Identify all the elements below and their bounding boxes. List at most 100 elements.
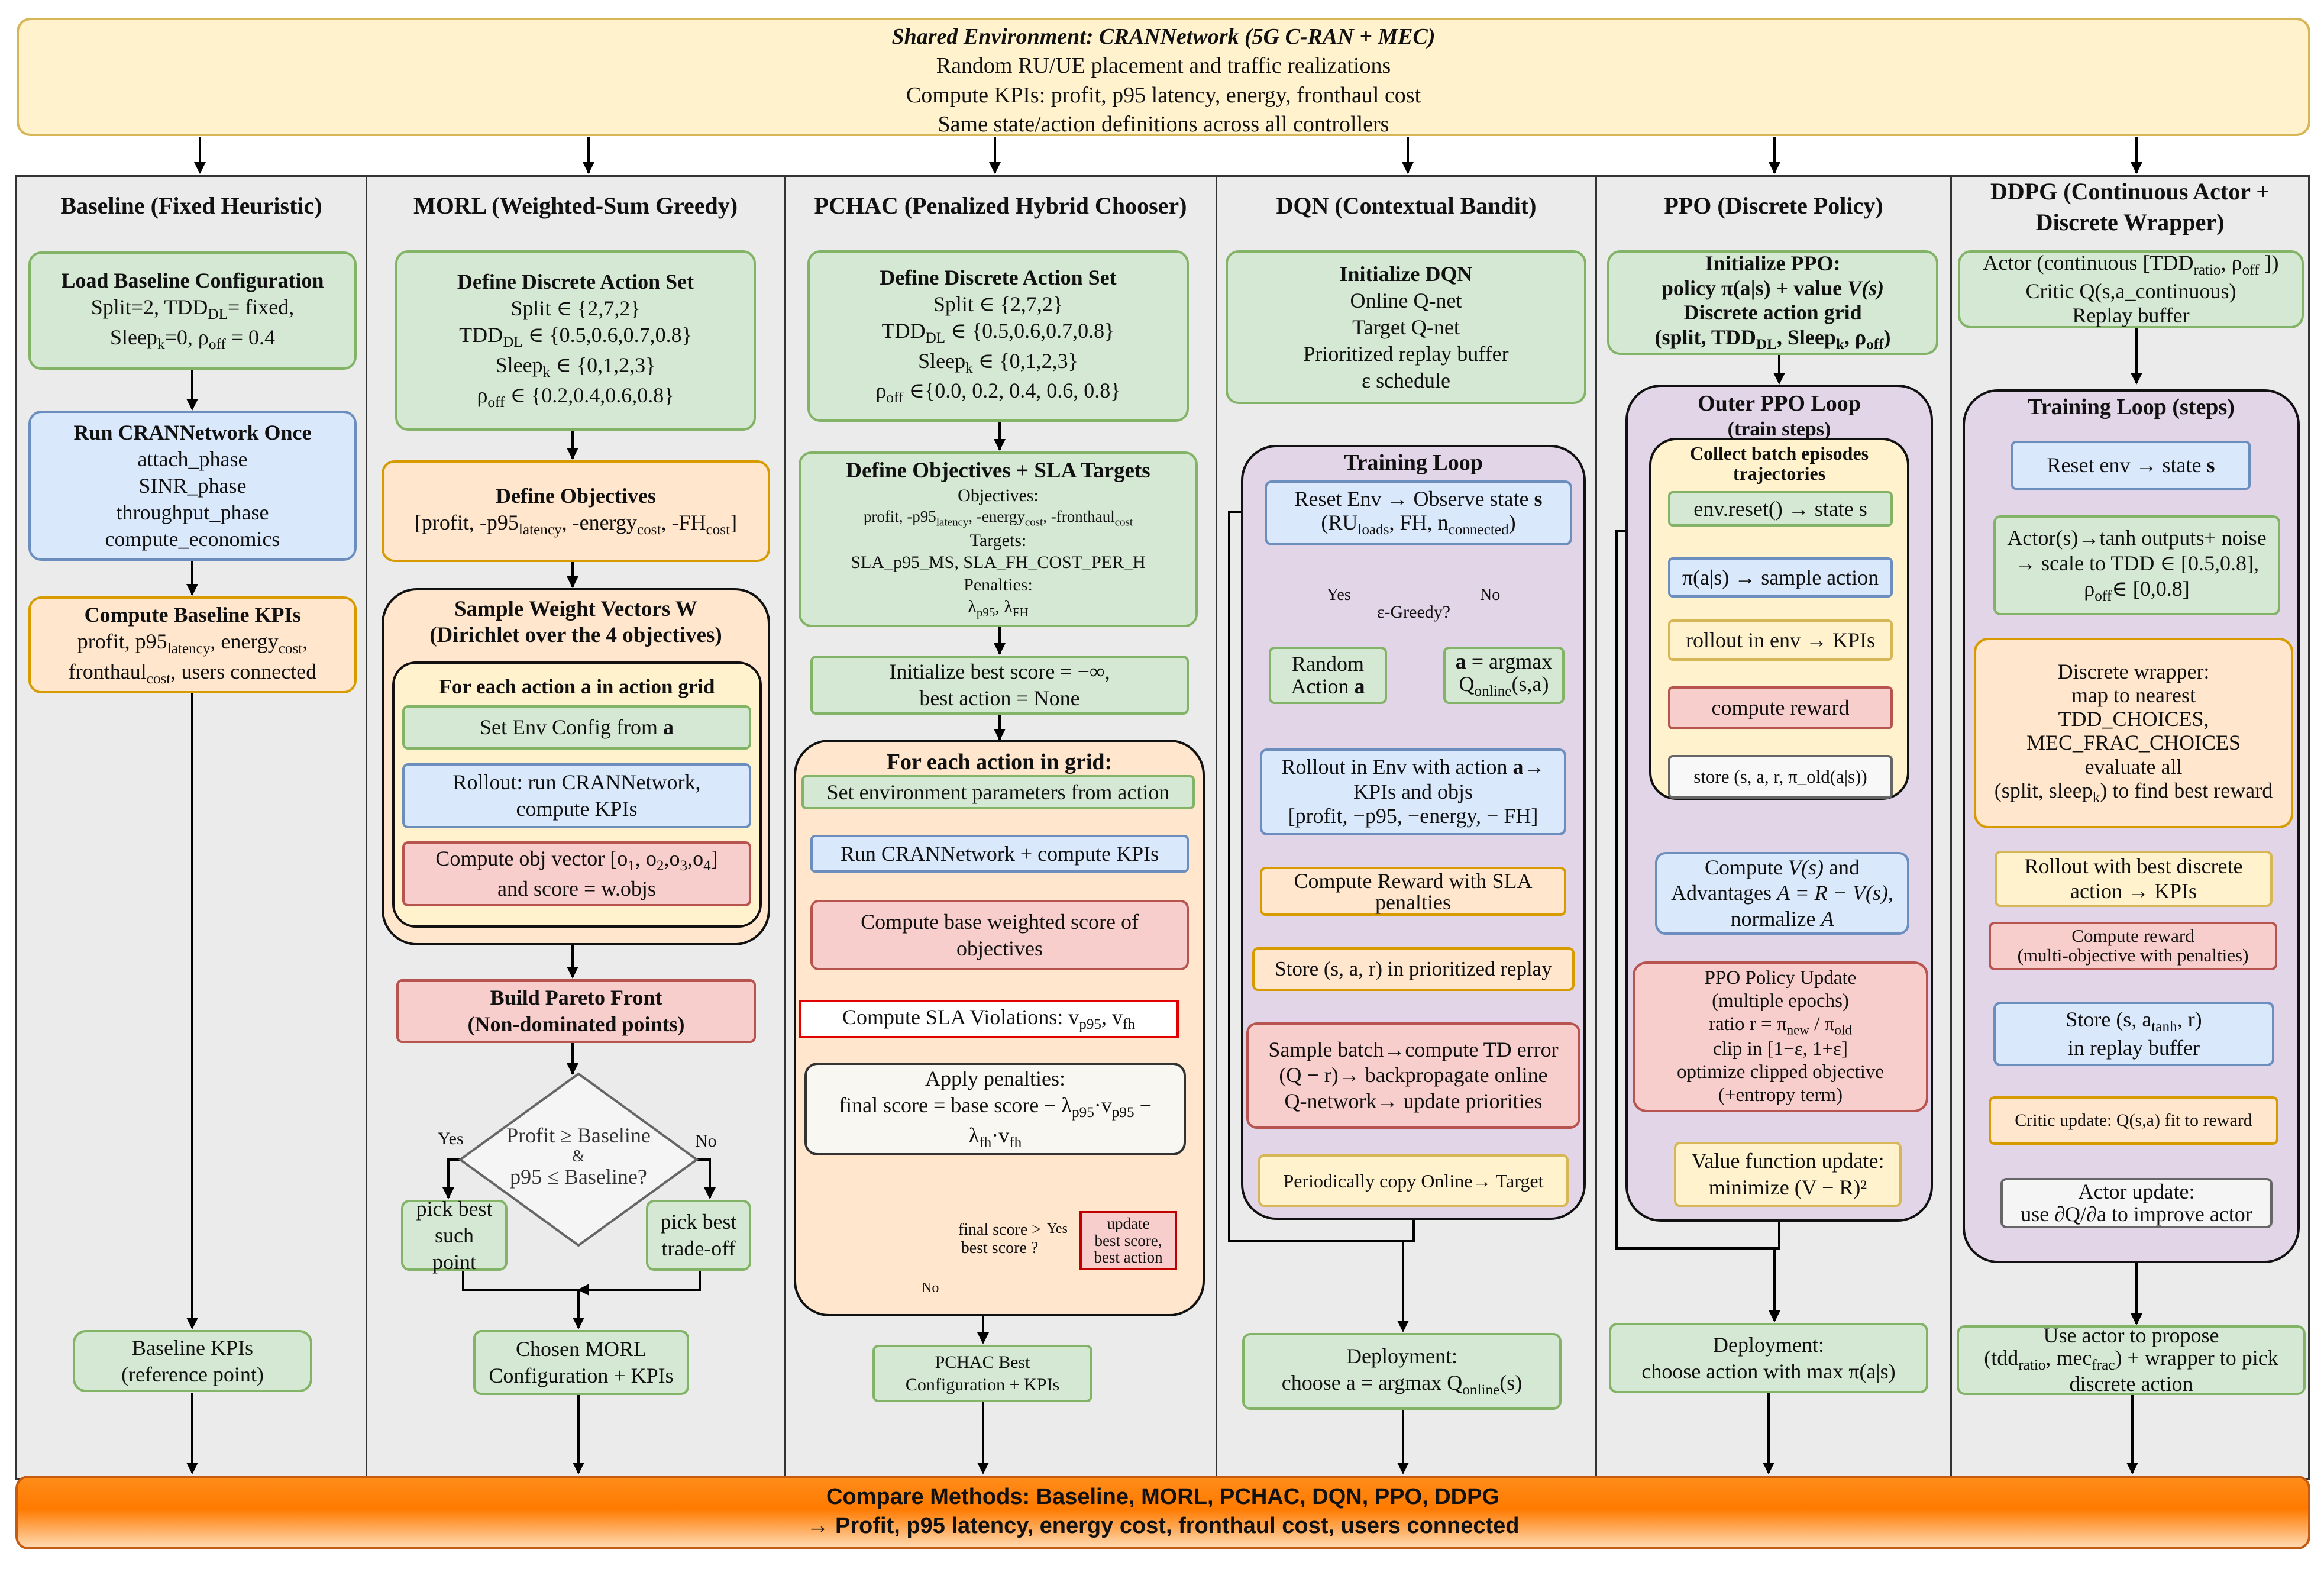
ddpg-rollout-line-2: action → KPIs (2070, 879, 2197, 903)
baseline-run-line-4: compute_economics (105, 527, 280, 551)
pchac-sla-line-5: Penalties: (964, 574, 1033, 595)
ppo-rollout-text: rollout in env → KPIs (1686, 628, 1875, 652)
morl-sample-title: Sample Weight Vectors W (Dirichlet over … (429, 597, 722, 648)
ddpg-rollout-line-1: Rollout with best discrete (2024, 854, 2243, 879)
ppo-compute-reward: compute reward (1668, 686, 1893, 729)
morl-rollout: Rollout: run CRANNetwork, compute KPIs (402, 763, 751, 828)
baseline-out-line-2: (reference point) (121, 1362, 264, 1386)
ppo-init-line-3: Discrete action grid (1683, 301, 1862, 325)
ppo-adv-line-1: Compute V(s) and (1705, 855, 1860, 880)
ddpg-critic-text: Critic update: Q(s,a) fit to reward (2015, 1110, 2252, 1131)
pchac-sla-line-6: λp95, λFH (968, 597, 1029, 620)
pchac-apply-penalties: Apply penalties: final score = base scor… (804, 1063, 1186, 1155)
ddpg-init-line-3: Replay buffer (2072, 304, 2190, 328)
pchac-run-cran: Run CRANNetwork + compute KPIs (810, 835, 1189, 873)
ddpg-init-line-1: Actor (continuous [TDDratio, ρoff ]) (1983, 250, 2279, 278)
ddpg-title-line-1: DDPG (Continuous Actor + (1990, 178, 2270, 205)
baseline-kpi-title: Compute Baseline KPIs (84, 602, 301, 627)
ppo-title: PPO (Discrete Policy) (1664, 192, 1883, 219)
ddpg-initialize: Actor (continuous [TDDratio, ρoff ]) Cri… (1958, 250, 2304, 328)
pchac-init-best: Initialize best score = −∞, best action … (810, 656, 1189, 715)
ddpg-wrapper-line-5: evaluate all (2084, 754, 2183, 779)
pchac-base-line-1: Compute base weighted score of (861, 909, 1139, 934)
morl-pareto-line-2: (Non-dominated points) (467, 1012, 685, 1036)
morl-action-line-2: TDDDL ∈ {0.5,0.6,0.7,0.8} (459, 323, 692, 351)
ppo-update-line-1: PPO Policy Update (1704, 967, 1857, 989)
ddpg-wrapper-line-3: TDD_CHOICES, (2058, 707, 2209, 731)
morl-pareto-front: Build Pareto Front (Non-dominated points… (396, 979, 756, 1043)
ddpg-actor-outputs: Actor(s)→tanh outputs+ noise → scale to … (1993, 515, 2280, 615)
dqn-loop-title: Training Loop (1344, 450, 1483, 475)
dqn-random-line-1: Random (1292, 651, 1364, 676)
pchac-update-line-1: update (1107, 1215, 1150, 1233)
baseline-kpi-line-1: profit, p95latency, energycost, (77, 629, 308, 657)
morl-action-line-3: Sleepk ∈ {0,1,2,3} (495, 353, 656, 381)
ppo-deployment: Deployment: choose action with max π(a|s… (1609, 1323, 1928, 1393)
ppo-update-line-4: clip in [1−ε, 1+ε] (1712, 1038, 1848, 1060)
morl-decision-line-2: & (572, 1147, 585, 1166)
pchac-init-line-1: Initialize best score = −∞, (889, 660, 1110, 683)
pchac-action-title: Define Discrete Action Set (880, 265, 1117, 289)
morl-objectives-line: [profit, -p95latency, -energycost, -FHco… (414, 511, 738, 538)
dqn-argmax-line-2: Qonline(s,a) (1459, 672, 1549, 700)
dqn-init-title: Initialize DQN (1339, 262, 1473, 286)
pchac-base-line-2: objectives (956, 936, 1043, 960)
baseline-out-line-1: Baseline KPIs (132, 1335, 253, 1360)
pchac-yes-label: Yes (1047, 1221, 1068, 1237)
ppo-update-line-3: ratio r = πnew / πold (1709, 1013, 1852, 1038)
dqn-random-line-2: Action a (1291, 674, 1365, 698)
morl-no-label: No (695, 1131, 717, 1151)
morl-decision-line-3: p95 ≤ Baseline? (510, 1165, 647, 1189)
morl-objectives-title: Define Objectives (496, 484, 656, 508)
pchac-action-line-1: Split ∈ {2,7,2} (933, 292, 1064, 316)
ppo-value-line-2: minimize (V − R)² (1708, 1176, 1867, 1199)
dqn-store-text: Store (s, a, r) in prioritized replay (1275, 957, 1552, 981)
ddpg-critic-update: Critic update: Q(s,a) fit to reward (1989, 1096, 2278, 1145)
pchac-out-line-1: PCHAC Best (935, 1352, 1030, 1372)
pchac-update-line-3: best action (1094, 1248, 1163, 1267)
dqn-decision-text: ε-Greedy? (1376, 602, 1451, 622)
morl-decision-text: Profit ≥ Baseline & p95 ≤ Baseline? (472, 1124, 685, 1189)
morl-set-env: Set Env Config from a (402, 705, 751, 750)
pchac-update-best: update best score, best action (1079, 1211, 1177, 1270)
dqn-sample-batch: Sample batch→compute TD error (Q − r)→ b… (1246, 1022, 1580, 1129)
compare-line-2: → Profit, p95 latency, energy cost, fron… (806, 1513, 1520, 1539)
morl-rollout-line-2: compute KPIs (516, 797, 638, 821)
morl-out-line-2: Configuration + KPIs (489, 1364, 674, 1387)
pchac-sla-line-3: Targets: (969, 530, 1027, 550)
baseline-load-line-2: Sleepk=0, ρoff = 0.4 (109, 325, 276, 353)
ddpg-init-line-2: Critic Q(s,a_continuous) (2025, 279, 2236, 303)
ddpg-actor-line-2: → scale to TDD ∈ [0.5,0.8], (2015, 551, 2259, 575)
environment-title: Shared Environment: CRANNetwork (5G C-RA… (891, 24, 1436, 49)
morl-action-set: Define Discrete Action Set Split ∈ {2,7,… (395, 250, 756, 431)
baseline-run-title: Run CRANNetwork Once (73, 420, 312, 444)
ppo-init-line-2: policy π(a|s) + value V(s) (1661, 276, 1885, 300)
pchac-action-line-3: Sleepk ∈ {0,1,2,3} (918, 348, 1078, 376)
pchac-base-score: Compute base weighted score of objective… (810, 900, 1189, 970)
dqn-sample-line-3: Q-network→ update priorities (1284, 1089, 1543, 1113)
dqn-rollout-line-1: Rollout in Env with action a→ (1281, 755, 1545, 779)
ddpg-wrapper-line-6: (split, sleepk) to find best reward (1994, 779, 2273, 806)
ddpg-wrapper-line-1: Discrete wrapper: (2057, 659, 2210, 683)
compare-line-1: Compare Methods: Baseline, MORL, PCHAC, … (826, 1484, 1500, 1509)
baseline-load-config: Load Baseline Configuration Split=2, TDD… (28, 251, 357, 370)
ppo-init-line-4: (split, TDDDL, Sleepk, ρoff) (1654, 325, 1891, 353)
ddpg-actorupd-line-1: Actor update: (2078, 1179, 2195, 1203)
morl-obj-vector: Compute obj vector [o1, o2,o3,o4] and sc… (402, 841, 751, 906)
ppo-value-update: Value function update: minimize (V − R)² (1674, 1142, 1902, 1207)
dqn-no-label: No (1480, 586, 1501, 604)
baseline-run-line-2: SINR_phase (138, 473, 247, 498)
morl-action-line-1: Split ∈ {2,7,2} (510, 296, 641, 321)
ddpg-store-line-2: in replay buffer (2067, 1035, 2200, 1060)
dqn-out-line-1: Deployment: (1346, 1344, 1457, 1368)
dqn-init-line-4: ε schedule (1361, 368, 1451, 392)
morl-pick-best: pick best such point (401, 1197, 508, 1274)
morl-objectives: Define Objectives [profit, -p95latency, … (382, 460, 770, 562)
ppo-env-reset: env.reset() → state s (1668, 491, 1893, 527)
ppo-adv-line-3: normalize A (1730, 906, 1834, 931)
pchac-action-set: Define Discrete Action Set Split ∈ {2,7,… (807, 250, 1189, 422)
ppo-sample-action: π(a|s) → sample action (1668, 557, 1893, 598)
morl-out-line-1: Chosen MORL (515, 1337, 647, 1361)
ddpg-reward-line-2: (multi-objective with penalties) (2017, 945, 2249, 966)
pchac-sla-line-1: Objectives: (958, 486, 1039, 506)
